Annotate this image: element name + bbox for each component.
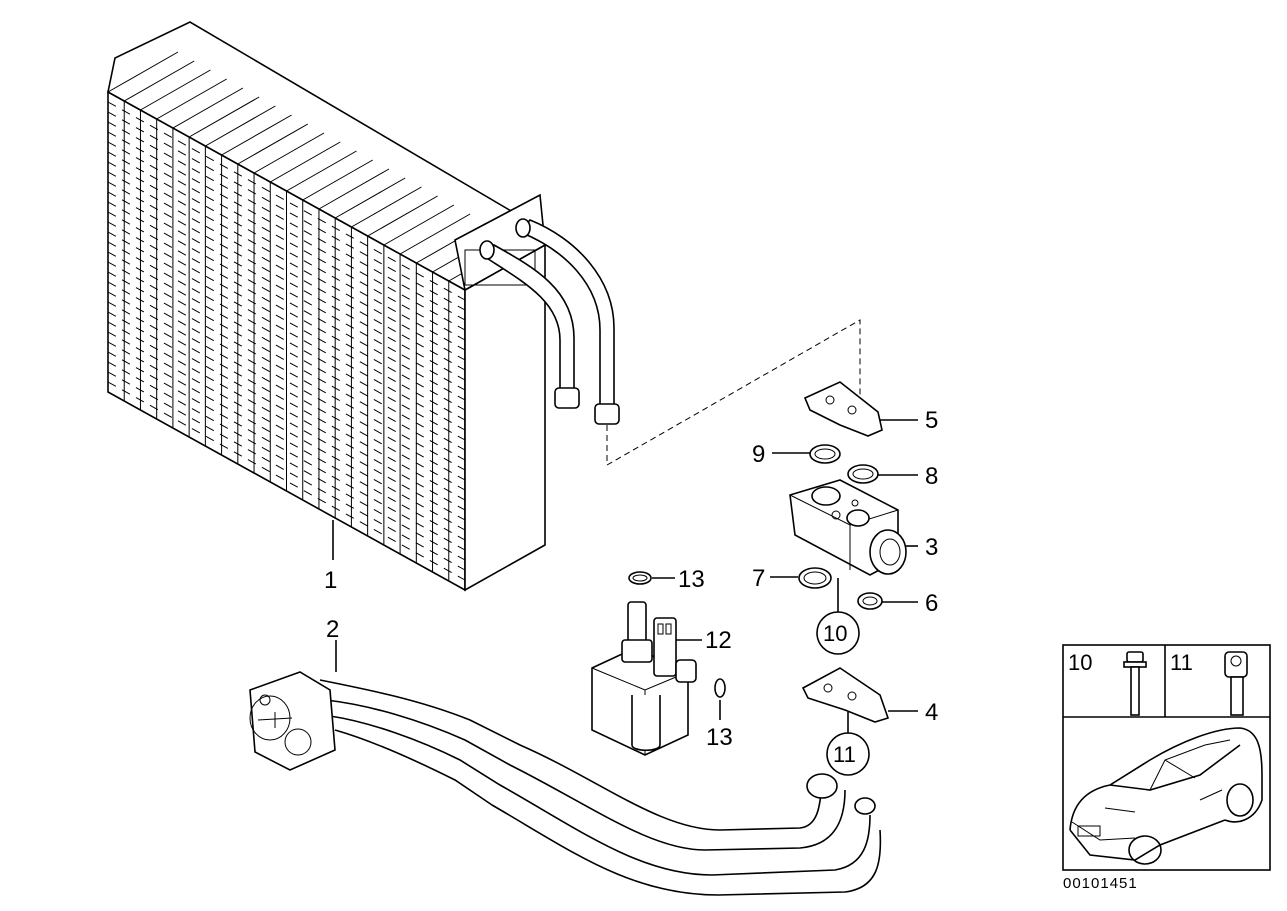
callout-13-upper: 13	[678, 566, 705, 593]
callout-3: 3	[925, 534, 938, 561]
assembly-dashline	[606, 319, 861, 466]
callout-2: 2	[326, 616, 339, 643]
callout-7: 7	[752, 565, 765, 592]
callout-5: 5	[925, 407, 938, 434]
bracket-lower[interactable]	[801, 667, 890, 723]
legend-item-10: 10	[1068, 650, 1092, 675]
callout-6: 6	[925, 590, 938, 617]
o-ring-13-upper[interactable]	[628, 571, 652, 585]
callout-10: 10	[823, 621, 847, 646]
refrigerant-pipe[interactable]	[249, 671, 882, 896]
o-ring-8[interactable]	[847, 464, 879, 484]
expansion-valve[interactable]	[789, 479, 907, 576]
evaporator-fins	[107, 51, 536, 590]
bolt-icon	[1224, 651, 1248, 716]
o-ring-6[interactable]	[857, 592, 883, 610]
callout-9: 9	[752, 441, 765, 468]
callout-13-lower: 13	[706, 724, 733, 751]
legend-box: 10 11	[1062, 644, 1271, 871]
legend-item-11: 11	[1170, 650, 1193, 675]
callout-12: 12	[705, 627, 732, 654]
o-ring-9[interactable]	[809, 444, 841, 464]
callout-1: 1	[324, 567, 337, 594]
o-ring-7[interactable]	[798, 567, 832, 589]
callout-8: 8	[925, 463, 938, 490]
evaporator-pipes	[479, 218, 620, 425]
callout-11-ring	[826, 732, 870, 776]
document-number: 00101451	[1063, 875, 1138, 892]
pressure-switch[interactable]	[591, 601, 697, 756]
evaporator-core[interactable]	[107, 21, 546, 592]
bracket-upper[interactable]	[803, 381, 883, 437]
screw-icon	[1123, 651, 1147, 716]
callout-11: 11	[833, 742, 856, 767]
o-ring-13-lower[interactable]	[714, 678, 726, 698]
car-illustration	[1069, 727, 1263, 865]
callout-4: 4	[925, 699, 938, 726]
callout-10-ring	[816, 611, 860, 655]
